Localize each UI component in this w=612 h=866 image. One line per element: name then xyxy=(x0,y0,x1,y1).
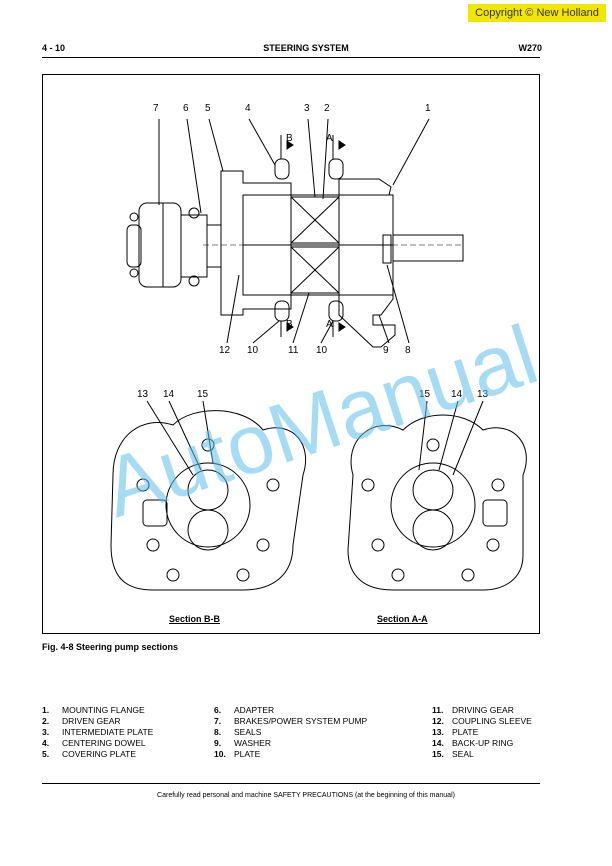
section-marker: B xyxy=(286,133,293,144)
section-marker: A xyxy=(326,133,333,144)
callout: 14 xyxy=(163,389,175,400)
callout: 2 xyxy=(324,103,330,114)
bolt-head xyxy=(129,212,139,222)
figure-caption: Fig. 4-8 Steering pump sections xyxy=(42,642,179,652)
callout: 12 xyxy=(219,345,231,356)
section-marker: B xyxy=(286,319,293,330)
rear-pump-body xyxy=(138,202,182,288)
section-marker: A xyxy=(326,319,333,330)
page-number: 4 - 10 xyxy=(42,43,66,53)
section-bb-title: Section B-B xyxy=(169,614,221,624)
callout: 6 xyxy=(183,103,189,114)
copyright-badge: Copyright © New Holland xyxy=(468,4,606,22)
legend-item: 9.WASHER xyxy=(214,738,271,748)
legend-column-3: 11.DRIVING GEAR 12.COUPLING SLEEVE 13.PL… xyxy=(432,705,532,760)
legend-item: 10.PLATE xyxy=(214,749,261,759)
legend-column-1: 1.MOUNTING FLANGE 2.DRIVEN GEAR 3.INTERM… xyxy=(42,705,153,760)
section-bb-seal xyxy=(165,462,251,548)
callout: 11 xyxy=(288,345,299,356)
legend-item: 6.ADAPTER xyxy=(214,705,275,715)
figure-frame: 7 6 5 4 3 2 1 B A B A 12 10 11 10 9 8 13… xyxy=(42,74,540,634)
callout: 14 xyxy=(451,389,463,400)
callout: 13 xyxy=(477,389,489,400)
callout: 15 xyxy=(197,389,209,400)
page-title: STEERING SYSTEM xyxy=(263,43,349,53)
rear-pump-cap xyxy=(126,224,142,268)
legend-item: 11.DRIVING GEAR xyxy=(432,705,514,715)
footer-note: Carefully read personal and machine SAFE… xyxy=(157,792,455,799)
callout: 15 xyxy=(419,389,431,400)
callout: 10 xyxy=(247,345,259,356)
drive-shaft xyxy=(392,234,464,262)
adapter xyxy=(180,214,208,278)
callout: 1 xyxy=(425,103,431,114)
legend-item: 7.BRAKES/POWER SYSTEM PUMP xyxy=(214,716,368,726)
mounting-flange xyxy=(338,178,396,348)
footer-rule xyxy=(42,783,540,784)
legend-item: 4.CENTERING DOWEL xyxy=(42,738,146,748)
legend-item: 13.PLATE xyxy=(432,727,479,737)
legend-item: 15.SEAL xyxy=(432,749,474,759)
header-rule xyxy=(42,57,540,58)
callout: 4 xyxy=(245,103,251,114)
legend-column-2: 6.ADAPTER 7.BRAKES/POWER SYSTEM PUMP 8.S… xyxy=(214,705,367,760)
legend-item: 1.MOUNTING FLANGE xyxy=(42,705,145,715)
pump-drawing xyxy=(110,118,527,591)
legend-item: 5.COVERING PLATE xyxy=(42,749,136,759)
legend-item: 8.SEALS xyxy=(214,727,262,737)
section-aa-outline xyxy=(347,414,527,591)
section-aa-title: Section A-A xyxy=(377,614,428,624)
legend-item: 3.INTERMEDIATE PLATE xyxy=(42,727,154,737)
callout: 3 xyxy=(304,103,310,114)
callout: 9 xyxy=(383,345,389,356)
section-bb-outline xyxy=(110,410,307,591)
bolt-head xyxy=(129,268,139,278)
callout: 5 xyxy=(205,103,211,114)
model-code: W270 xyxy=(518,43,542,53)
callout: 7 xyxy=(153,103,159,114)
callout: 13 xyxy=(137,389,149,400)
coupling-sleeve xyxy=(206,224,222,268)
legend-item: 2.DRIVEN GEAR xyxy=(42,716,121,726)
covering-plate xyxy=(220,170,292,316)
legend-item: 12.COUPLING SLEEVE xyxy=(432,716,532,726)
section-aa-seal xyxy=(390,462,476,548)
callout: 8 xyxy=(405,345,411,356)
legend-item: 14.BACK-UP RING xyxy=(432,738,514,748)
callout: 10 xyxy=(316,345,328,356)
